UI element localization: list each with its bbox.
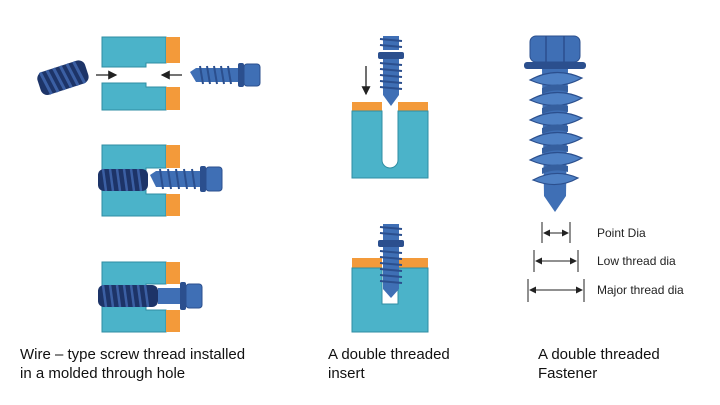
- low-thread-dia-dimension: [533, 250, 579, 272]
- caption-wire-thread-line2: in a molded through hole: [20, 365, 186, 382]
- major-thread-dia-dimension: [527, 279, 585, 302]
- screw-loose: [190, 63, 261, 87]
- low-thread-dia-label: Low thread dia: [597, 254, 676, 268]
- molded-block-installed: [98, 261, 203, 333]
- caption-insert: A double threaded insert: [328, 345, 450, 383]
- insert-block-before: [351, 102, 429, 179]
- double-threaded-fastener: [524, 35, 586, 212]
- wire-coil-loose: [37, 60, 89, 96]
- insert-block-after: [351, 224, 429, 333]
- caption-insert-line2: insert: [328, 365, 365, 382]
- caption-wire-thread-line1: Wire – type screw thread installed: [20, 346, 246, 363]
- point-dia-dimension: [541, 222, 571, 243]
- point-dia-label: Point Dia: [597, 226, 646, 240]
- caption-fastener: A double threaded Fastener: [538, 345, 660, 383]
- caption-wire-thread: Wire – type screw thread installed in a …: [20, 345, 245, 383]
- caption-insert-line1: A double threaded: [328, 346, 450, 363]
- double-threaded-insert-screw: [378, 36, 404, 106]
- caption-fastener-line1: A double threaded: [538, 346, 660, 363]
- molded-block-open: [101, 36, 180, 111]
- caption-fastener-line2: Fastener: [538, 365, 598, 382]
- molded-block-partial: [98, 144, 223, 217]
- major-thread-dia-label: Major thread dia: [597, 283, 684, 297]
